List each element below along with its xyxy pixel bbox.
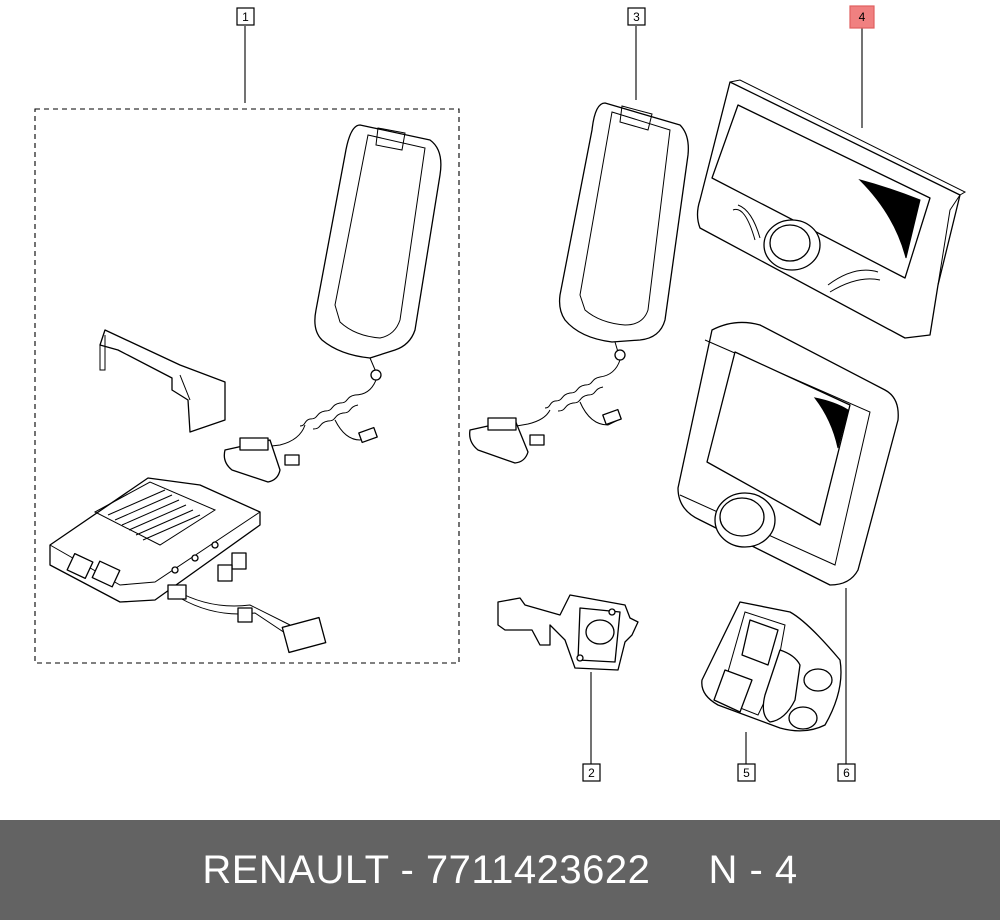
item-3-phone-cradle	[469, 102, 689, 464]
item-6-display-module	[677, 321, 899, 586]
gap	[650, 848, 708, 892]
brand-name: RENAULT	[202, 847, 389, 892]
callout-2-label: 2	[588, 766, 595, 780]
callout-3[interactable]: 3	[627, 7, 646, 100]
kit-wiring-harness	[167, 552, 327, 654]
callout-4-label: 4	[859, 10, 866, 24]
item-5-steering-controls	[701, 601, 842, 732]
callout-6-label: 6	[843, 766, 850, 780]
part-footer-bar: RENAULT - 7711423622 N - 4	[0, 820, 1000, 920]
callout-5-label: 5	[743, 766, 750, 780]
callout-1[interactable]: 1	[236, 7, 255, 103]
part-number: 7711423622	[425, 847, 651, 892]
callout-3-label: 3	[633, 10, 640, 24]
separator: -	[388, 847, 426, 892]
callout-6[interactable]: 6	[837, 588, 856, 782]
kit-control-module	[49, 477, 261, 603]
kit-boundary-frame	[34, 108, 460, 664]
kit-coiled-cable	[223, 379, 378, 483]
item-2-mount-bracket	[497, 594, 639, 671]
kit-phone-cradle	[314, 124, 442, 381]
sheet-reference: N - 4	[708, 847, 798, 892]
callout-1-label: 1	[242, 10, 249, 24]
callout-5[interactable]: 5	[737, 732, 756, 782]
callout-2[interactable]: 2	[582, 672, 601, 782]
parts-diagram: 1 3 4 2 5 6	[34, 5, 967, 782]
footer-text: RENAULT - 7711423622 N - 4	[202, 848, 797, 893]
item-4-display-module	[696, 79, 967, 339]
kit-bracket	[99, 329, 226, 433]
callout-4[interactable]: 4	[849, 5, 875, 128]
